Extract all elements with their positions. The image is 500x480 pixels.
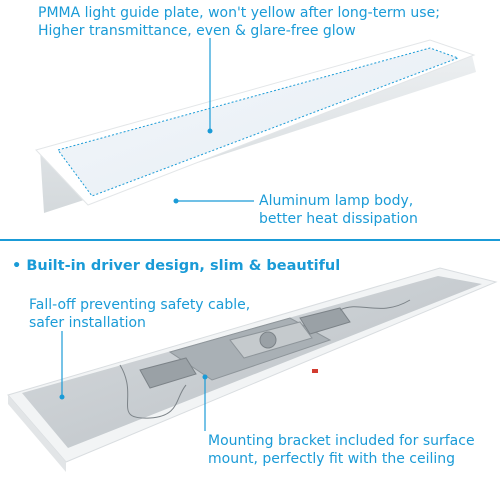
callout-4-dot [202,374,208,380]
callout-safety-cable-line-2: safer installation [29,315,146,331]
back-frame-edge [8,395,66,472]
bracket-clip-right [299,307,351,335]
panel-front-illustration [35,38,476,213]
callout-mounting-bracket: Mounting bracket included for surface mo… [208,432,475,468]
callout-light-guide: PMMA light guide plate, won't yellow aft… [38,4,440,40]
callout-lamp-body-line-1: Aluminum lamp body, [259,193,414,209]
callout-2-dot [173,198,179,204]
section-heading: • Built-in driver design, slim & beautif… [12,258,341,274]
callout-light-guide-line-1: PMMA light guide plate, won't yellow aft… [38,5,440,21]
driver-knob [259,331,277,349]
section-divider [0,239,500,241]
callout-lamp-body-line-2: better heat dissipation [259,211,418,227]
callout-safety-cable: Fall-off preventing safety cable, safer … [29,296,250,332]
safety-cable [119,364,187,419]
callout-3-dot [59,394,65,400]
light-guide-outline [57,47,460,197]
callout-mounting-bracket-line-2: mount, perfectly fit with the ceiling [208,451,456,467]
callout-1-dot [207,128,213,134]
callout-mounting-bracket-line-1: Mounting bracket included for surface [208,433,475,449]
light-guide-plate [58,48,458,196]
wire [339,299,411,311]
callout-lamp-body: Aluminum lamp body, better heat dissipat… [259,192,418,228]
callout-light-guide-line-2: Higher transmittance, even & glare-free … [38,23,356,39]
indicator-mark [312,369,318,373]
callout-safety-cable-line-1: Fall-off preventing safety cable, [29,297,251,313]
bracket-clip-left [139,357,197,389]
